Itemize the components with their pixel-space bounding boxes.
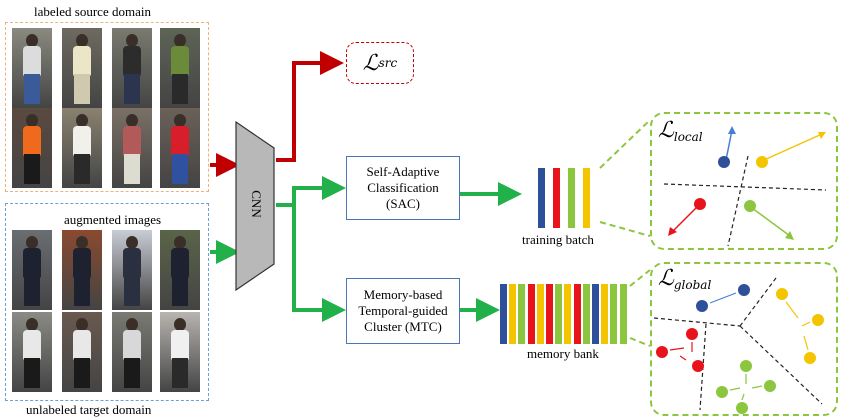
source-person-image (12, 28, 52, 108)
target-person-image (160, 312, 200, 392)
target-person-image (112, 230, 152, 310)
src-loss-arrow (276, 51, 344, 162)
boundary-line (663, 183, 827, 191)
feature-bar (583, 168, 590, 228)
global-loss-symbol: ℒ (658, 266, 674, 291)
sac-arrow (276, 176, 346, 207)
source-domain-label: labeled source domain (34, 4, 151, 19)
source-person-image (112, 28, 152, 108)
local-embedding-plot (663, 126, 827, 247)
global-zoom-line (629, 269, 651, 287)
source-person-image (62, 108, 102, 188)
feature-bar (610, 284, 618, 344)
feature-bar (536, 284, 544, 344)
boundary-line (739, 325, 823, 405)
feature-bar (568, 168, 575, 228)
source-person-image (112, 108, 152, 188)
source-person-image (12, 108, 52, 188)
global-loss-subscript: global (673, 278, 712, 293)
global-zoom-line (629, 337, 651, 347)
local-zoom-line (599, 119, 651, 169)
memory-bank-bars (500, 284, 630, 344)
feature-bar (582, 284, 590, 344)
sac-block: Self-Adaptive Classification (SAC) (346, 156, 460, 220)
boundary-line (739, 277, 777, 327)
feature-bar (601, 284, 609, 344)
local-zoom-line (599, 221, 651, 237)
memory-bank-label: memory bank (527, 346, 599, 361)
feature-bar (553, 168, 560, 228)
global-embedding-plot (653, 277, 824, 414)
global-loss-title: ℒglobal (658, 266, 711, 292)
mtc-arrow (292, 205, 346, 322)
mtc-line-1: Memory-based (363, 287, 443, 302)
feature-bar (500, 284, 507, 344)
feature-bar (555, 284, 563, 344)
green-sample (744, 200, 756, 212)
target-domain-box (5, 203, 209, 401)
source-domain-box (5, 22, 209, 192)
target-person-image (112, 312, 152, 392)
target-person-image (62, 312, 102, 392)
training-batch-bars (538, 168, 598, 228)
src-loss-symbol: ℒ (362, 50, 379, 76)
feature-bar (573, 284, 581, 344)
target-domain-label: unlabeled target domain (26, 402, 152, 417)
boundary-line (653, 317, 741, 327)
local-loss-panel (650, 112, 838, 250)
feature-bar (546, 284, 553, 344)
target-person-image (62, 230, 102, 310)
feature-bar (509, 284, 517, 344)
src-loss-subscript: src (378, 56, 398, 70)
augmented-images-label: augmented images (64, 212, 162, 227)
feature-bar (564, 284, 572, 344)
sac-line-2: Classification (367, 180, 439, 195)
feature-bar (538, 168, 545, 228)
boundary-line (727, 155, 749, 247)
target-person-image (12, 230, 52, 310)
sac-line-1: Self-Adaptive (366, 164, 440, 179)
target-person-image (160, 230, 200, 310)
mtc-block: Memory-based Temporal-guided Cluster (MT… (346, 278, 460, 344)
cnn-label: CNN (249, 190, 264, 218)
blue-sample (718, 156, 730, 168)
target-person-image (12, 312, 52, 392)
local-loss-subscript: local (673, 130, 703, 145)
training-batch-label: training batch (522, 232, 594, 247)
mtc-line-2: Temporal-guided (358, 303, 448, 318)
source-person-image (160, 108, 200, 188)
feature-bar (518, 284, 526, 344)
local-loss-title: ℒlocal (658, 118, 703, 144)
sac-line-3: (SAC) (386, 196, 420, 211)
feature-bar (592, 284, 599, 344)
yellow-sample (756, 156, 768, 168)
source-person-image (160, 28, 200, 108)
local-loss-symbol: ℒ (658, 118, 674, 143)
mtc-line-3: Cluster (MTC) (364, 319, 442, 334)
feature-bar (619, 284, 627, 344)
cnn-block (235, 120, 275, 292)
red-sample (694, 198, 706, 210)
source-person-image (62, 28, 102, 108)
feature-bar (527, 284, 535, 344)
global-loss-panel (650, 262, 838, 416)
